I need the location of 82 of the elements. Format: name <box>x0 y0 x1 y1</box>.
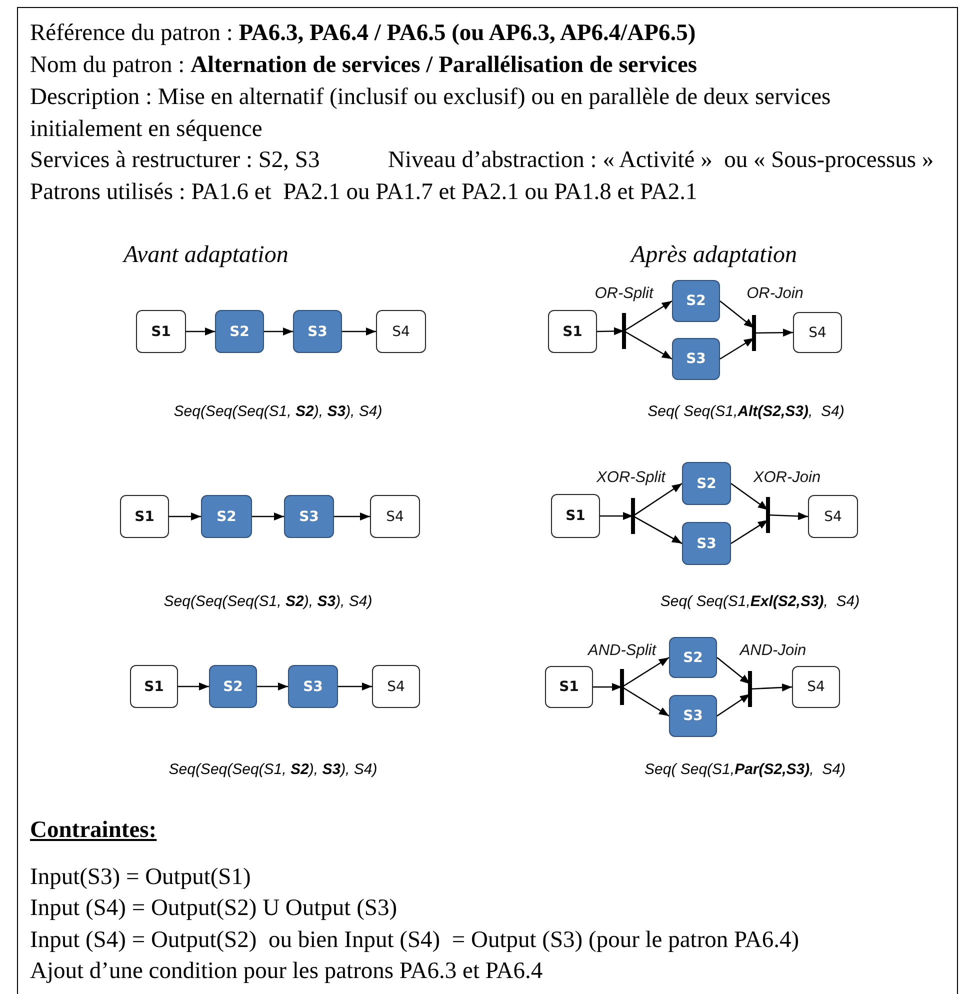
arrow <box>716 693 750 717</box>
arrow <box>600 512 633 520</box>
service-box: S2 <box>201 495 252 538</box>
service-box: S4 <box>793 312 842 353</box>
arrow <box>632 482 682 517</box>
diagram-heading: Avant adaptation <box>124 242 288 268</box>
service-box: S1 <box>130 665 178 708</box>
arrow <box>334 512 370 520</box>
header-text: Référence du patron : PA6.3, PA6.4 / PA6.5 (ou AP6.3, AP6.4/AP6.5) <box>30 19 697 48</box>
service-box: S4 <box>808 495 858 538</box>
gateway-bar <box>752 315 756 351</box>
gateway-label: AND-Split <box>588 642 656 660</box>
arrow <box>730 482 768 511</box>
arrow <box>720 300 754 328</box>
arrow <box>593 683 622 691</box>
service-box: S3 <box>682 522 731 565</box>
arrow <box>342 328 376 336</box>
gateway-label: OR-Join <box>746 285 804 303</box>
diagram-heading: Après adaptation <box>631 242 797 268</box>
formula-caption: Seq(Seq(Seq(S1, S2), S3), S4) <box>164 593 372 611</box>
gateway-bar <box>631 498 635 534</box>
service-box: S1 <box>136 310 186 353</box>
gateway-label: OR-Split <box>594 285 654 303</box>
service-box: S3 <box>669 695 717 737</box>
service-box: S3 <box>293 310 342 353</box>
service-box: S1 <box>545 666 593 708</box>
header-text: Patrons utilisés : PA1.6 et PA2.1 ou PA1.7 et PA2.1 ou PA1.8 et PA2.1 <box>30 178 698 207</box>
service-box: S2 <box>682 462 731 505</box>
arrow <box>169 512 201 520</box>
arrow <box>257 682 288 690</box>
header-text: Niveau d’abstraction : « Activité » ou « Sous-processus » <box>388 146 935 175</box>
gateway-label: XOR-Join <box>753 469 821 487</box>
service-box: S1 <box>551 494 600 538</box>
gateway-label: AND-Join <box>740 642 806 660</box>
arrow <box>632 515 682 544</box>
arrow <box>252 512 284 520</box>
service-box: S2 <box>669 637 717 678</box>
service-box: S1 <box>120 495 169 538</box>
gateway-bar <box>620 669 624 705</box>
arrow <box>768 512 808 520</box>
arrow <box>720 337 754 360</box>
service-box: S1 <box>548 310 597 353</box>
header-text: Input (S4) = Output(S2) ou bien Input (S4) = Output (S3) (pour le patron PA6.4) <box>30 926 800 955</box>
arrow <box>264 328 293 336</box>
service-box: S4 <box>792 666 840 708</box>
service-box: S3 <box>284 495 334 538</box>
formula-caption: Seq( Seq(S1,Alt(S2,S3), S4) <box>648 403 844 421</box>
header-text: Description : Mise en alternatif (inclusif ou exclusif) ou en parallèle de deux services initialement en séquence <box>30 83 832 144</box>
service-box: S3 <box>672 338 720 380</box>
arrow <box>730 519 768 544</box>
header-text: Input (S4) = Output(S2) U Output (S3) <box>30 894 398 923</box>
formula-caption: Seq(Seq(Seq(S1, S2), S3), S4) <box>168 761 378 779</box>
gateway-bar <box>748 671 752 707</box>
gateway-label: XOR-Split <box>596 469 666 487</box>
formula-caption: Seq( Seq(S1,Par(S2,S3), S4) <box>644 761 846 779</box>
service-box: S2 <box>672 280 720 322</box>
formula-caption: Seq(Seq(Seq(S1, S2), S3), S4) <box>174 403 382 421</box>
section-title: Contraintes: <box>30 816 157 844</box>
arrow <box>754 328 793 337</box>
service-box: S3 <box>288 665 338 708</box>
arrow <box>624 300 672 332</box>
arrow <box>750 683 792 692</box>
arrow <box>622 656 670 688</box>
arrow <box>596 327 624 336</box>
arrow <box>622 686 670 717</box>
formula-caption: Seq( Seq(S1,Exl(S2,S3), S4) <box>660 593 860 611</box>
service-box: S2 <box>215 310 264 353</box>
header-text: Nom du patron : Alternation de services / Parallélisation de services <box>30 51 698 80</box>
gateway-bar <box>622 313 626 349</box>
arrow <box>186 328 215 336</box>
service-box: S4 <box>372 665 420 708</box>
header-text: Ajout d’une condition pour les patrons PA6.3 et PA6.4 <box>30 957 544 986</box>
header-text: Services à restructurer : S2, S3 <box>30 146 321 175</box>
header-text: Input(S3) = Output(S1) <box>30 863 252 892</box>
service-box: S2 <box>209 665 257 708</box>
arrow <box>716 657 750 684</box>
service-box: S4 <box>370 495 420 538</box>
gateway-bar <box>766 497 770 533</box>
service-box: S4 <box>376 310 426 353</box>
arrow <box>338 682 372 690</box>
arrow <box>624 330 672 360</box>
arrow <box>178 682 209 690</box>
